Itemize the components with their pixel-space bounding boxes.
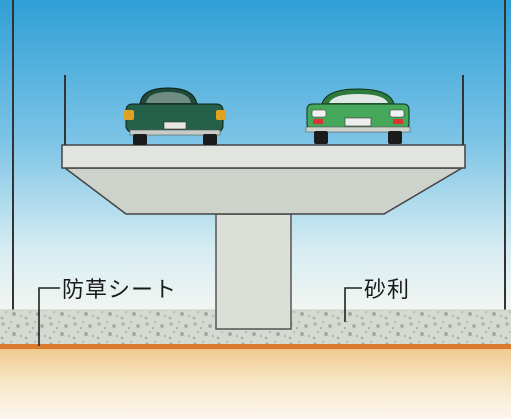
gravel-leader-line [344,287,362,322]
pier-column [215,213,292,330]
ground [0,347,511,419]
car-right-icon [305,88,411,144]
weed-sheet-leader-line [38,287,60,346]
weed-sheet-layer [0,344,511,349]
deck-slab [61,144,466,169]
weed-sheet-label: 防草シート [62,278,178,303]
gravel-label: 砂利 [364,278,411,303]
car-left-icon [124,87,226,145]
